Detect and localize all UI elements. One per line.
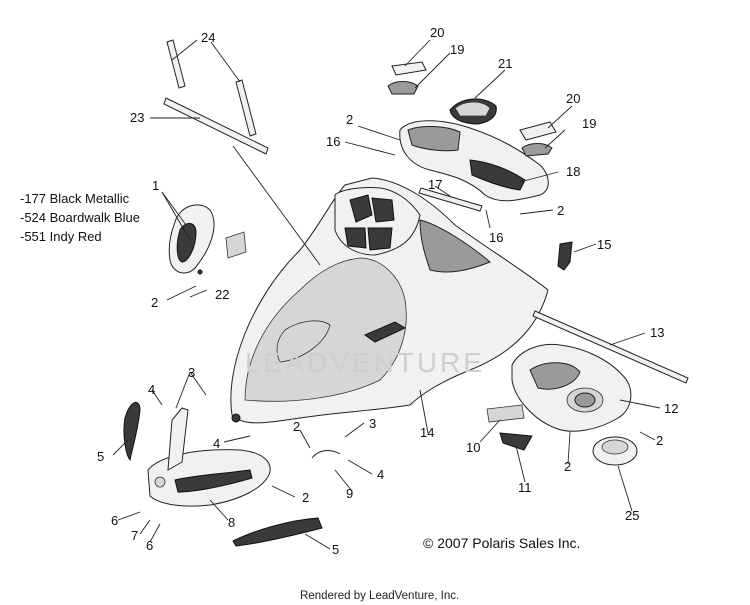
color-option: -551 Indy Red [20,229,102,244]
callout-13: 13 [650,325,664,340]
callout-20: 20 [430,25,444,40]
callout-3: 3 [188,365,195,380]
callout-16: 16 [489,230,503,245]
callout-2: 2 [293,419,300,434]
watermark: LEADVENTURE [245,347,485,378]
callout-9: 9 [346,486,353,501]
callout-19: 19 [582,116,596,131]
callout-1: 1 [152,178,159,193]
callout-6: 6 [146,538,153,553]
callout-20: 20 [566,91,580,106]
callout-4: 4 [377,467,384,482]
callout-12: 12 [664,401,678,416]
callout-25: 25 [625,508,639,523]
footer-credit: Rendered by LeadVenture, Inc. [300,590,459,602]
callout-15: 15 [597,237,611,252]
callout-17: 17 [428,177,442,192]
copyright-text: © 2007 Polaris Sales Inc. [423,535,580,551]
color-options-legend: -177 Black Metallic -524 Boardwalk Blue … [20,191,140,244]
decal-part [486,404,525,423]
callout-18: 18 [566,164,580,179]
bracket-part [557,241,573,271]
callout-10: 10 [466,440,480,455]
callout-labels: 24 23 1 2 22 20 19 21 20 19 2 16 17 18 2… [97,25,678,557]
callout-3: 3 [369,416,376,431]
callout-5: 5 [332,542,339,557]
windshield-trim-strips [163,39,269,155]
callout-2: 2 [302,490,309,505]
grommet-part [592,436,638,466]
mirror-part [168,204,247,275]
callout-14: 14 [420,425,434,440]
callout-24: 24 [201,30,215,45]
callout-4: 4 [148,382,155,397]
tank-part [511,310,689,432]
leader-lines [112,39,661,550]
spring-part [311,450,341,459]
callout-22: 22 [215,287,229,302]
callout-23: 23 [130,110,144,125]
color-option: -177 Black Metallic [20,191,130,206]
callout-8: 8 [228,515,235,530]
bumper-part [123,402,323,547]
callout-21: 21 [498,56,512,71]
callout-2: 2 [656,433,663,448]
callout-2: 2 [151,295,158,310]
callout-2: 2 [346,112,353,127]
callout-5: 5 [97,449,104,464]
hood-part [230,177,549,424]
callout-2: 2 [564,459,571,474]
callout-2: 2 [557,203,564,218]
callout-19: 19 [450,42,464,57]
callout-11: 11 [518,480,532,495]
decal-part [499,432,533,451]
callout-16: 16 [326,134,340,149]
trim-strip-part [418,187,483,212]
callout-4: 4 [213,436,220,451]
callout-7: 7 [131,528,138,543]
color-option: -524 Boardwalk Blue [20,210,140,225]
callout-6: 6 [111,513,118,528]
instrument-console-parts [387,61,557,202]
